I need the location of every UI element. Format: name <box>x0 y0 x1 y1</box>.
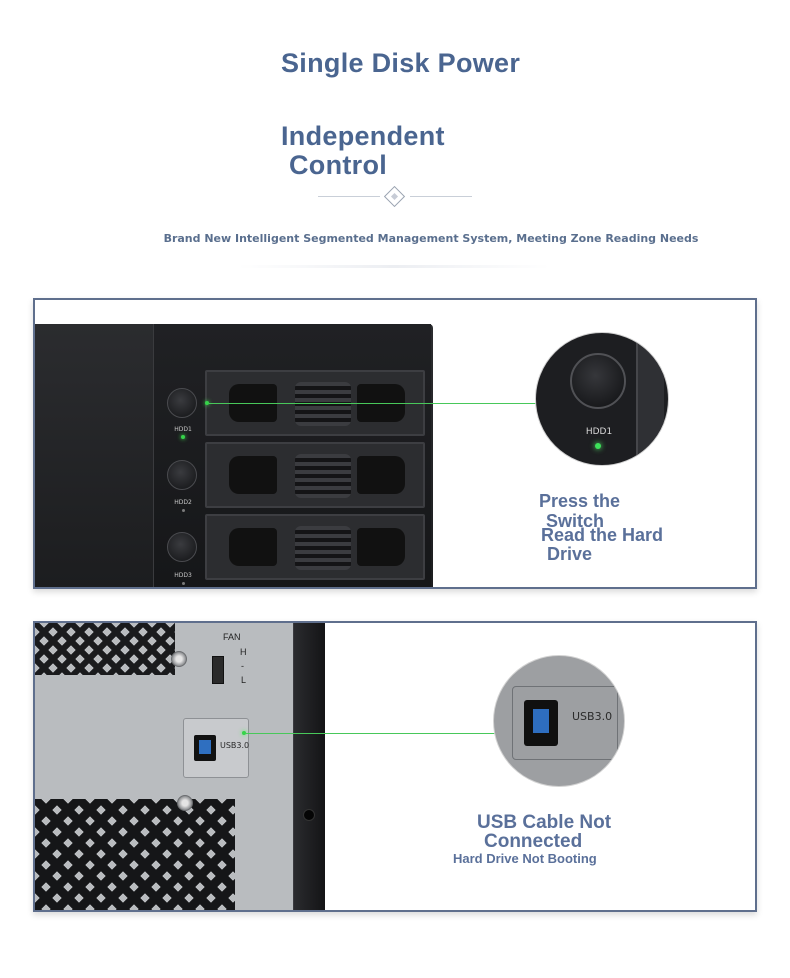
power-button-hdd1 <box>167 388 197 418</box>
divider-line-left <box>318 196 380 197</box>
drive-tray-3 <box>205 514 425 580</box>
fan-label: FAN <box>223 632 241 642</box>
callout-line <box>209 403 537 404</box>
caption-line-3: Read the Hard <box>541 525 664 545</box>
tagline-text: Brand New Intelligent Segmented Manageme… <box>163 232 699 245</box>
fan-switch <box>212 656 224 684</box>
bay-label-hdd2: HDD2 <box>174 499 192 506</box>
fan-mid-label: - <box>241 661 244 671</box>
screw-icon <box>177 795 193 811</box>
screw-hole <box>303 809 315 821</box>
drive-tray-2 <box>205 442 425 508</box>
zoom-button <box>570 353 626 409</box>
page-title: Single Disk Power <box>281 48 521 78</box>
usb-panel: FAN H - L USB3.0 USB3.0 USB Cable Not Co… <box>33 621 757 912</box>
fan-grille <box>35 799 235 910</box>
power-switch-panel: HDD1 HDD2 HDD3 HDD1 Press the Switch Rea… <box>33 298 757 589</box>
fan-high-label: H <box>240 647 247 657</box>
faint-divider <box>238 265 550 268</box>
usb-caption-line-2: Connected <box>484 831 583 852</box>
caption-line-4: Drive <box>547 544 593 564</box>
enclosure-side-panel <box>293 623 325 910</box>
subtitle-line-2: Control <box>289 150 388 180</box>
led-hdd2 <box>182 509 185 512</box>
caption-line-1: Press the <box>539 491 621 511</box>
zoom-led <box>595 443 601 449</box>
callout-dot-usb <box>242 731 246 735</box>
screw-icon <box>171 651 187 667</box>
caption-line-2: Switch <box>546 511 605 531</box>
usb-port-plate: USB3.0 <box>183 718 249 778</box>
usb-caption-line-1: USB Cable Not <box>477 812 612 833</box>
usb-label: USB3.0 <box>220 741 250 750</box>
zoom-label: HDD1 <box>585 427 613 437</box>
usb-caption-line-3: Hard Drive Not Booting <box>453 851 597 866</box>
page-subtitle: Independent Control <box>281 122 445 180</box>
callout-dot <box>205 401 209 405</box>
enclosure-rear-image: FAN H - L USB3.0 <box>35 623 297 910</box>
zoom-usb-port-icon <box>524 700 558 746</box>
tagline: Brand New Intelligent Segmented Manageme… <box>0 232 790 245</box>
subtitle-line-1: Independent <box>281 121 445 151</box>
diamond-icon <box>383 185 406 208</box>
callout-line-usb <box>246 733 495 734</box>
usb-port-icon <box>194 735 216 761</box>
bay-label-hdd1: HDD1 <box>174 426 192 433</box>
divider-line-right <box>410 196 472 197</box>
power-button-hdd3 <box>167 532 197 562</box>
fan-low-label: L <box>241 675 247 685</box>
zoom-power-button: HDD1 <box>535 332 669 466</box>
vent-grille-top <box>35 623 175 675</box>
zoom-usb-port: USB3.0 <box>493 655 625 787</box>
bay-label-hdd3: HDD3 <box>174 572 192 579</box>
led-hdd3 <box>182 582 185 585</box>
divider-ornament <box>318 185 472 208</box>
zoom-usb-label: USB3.0 <box>572 710 613 723</box>
led-hdd1 <box>181 435 185 439</box>
power-button-hdd2 <box>167 460 197 490</box>
